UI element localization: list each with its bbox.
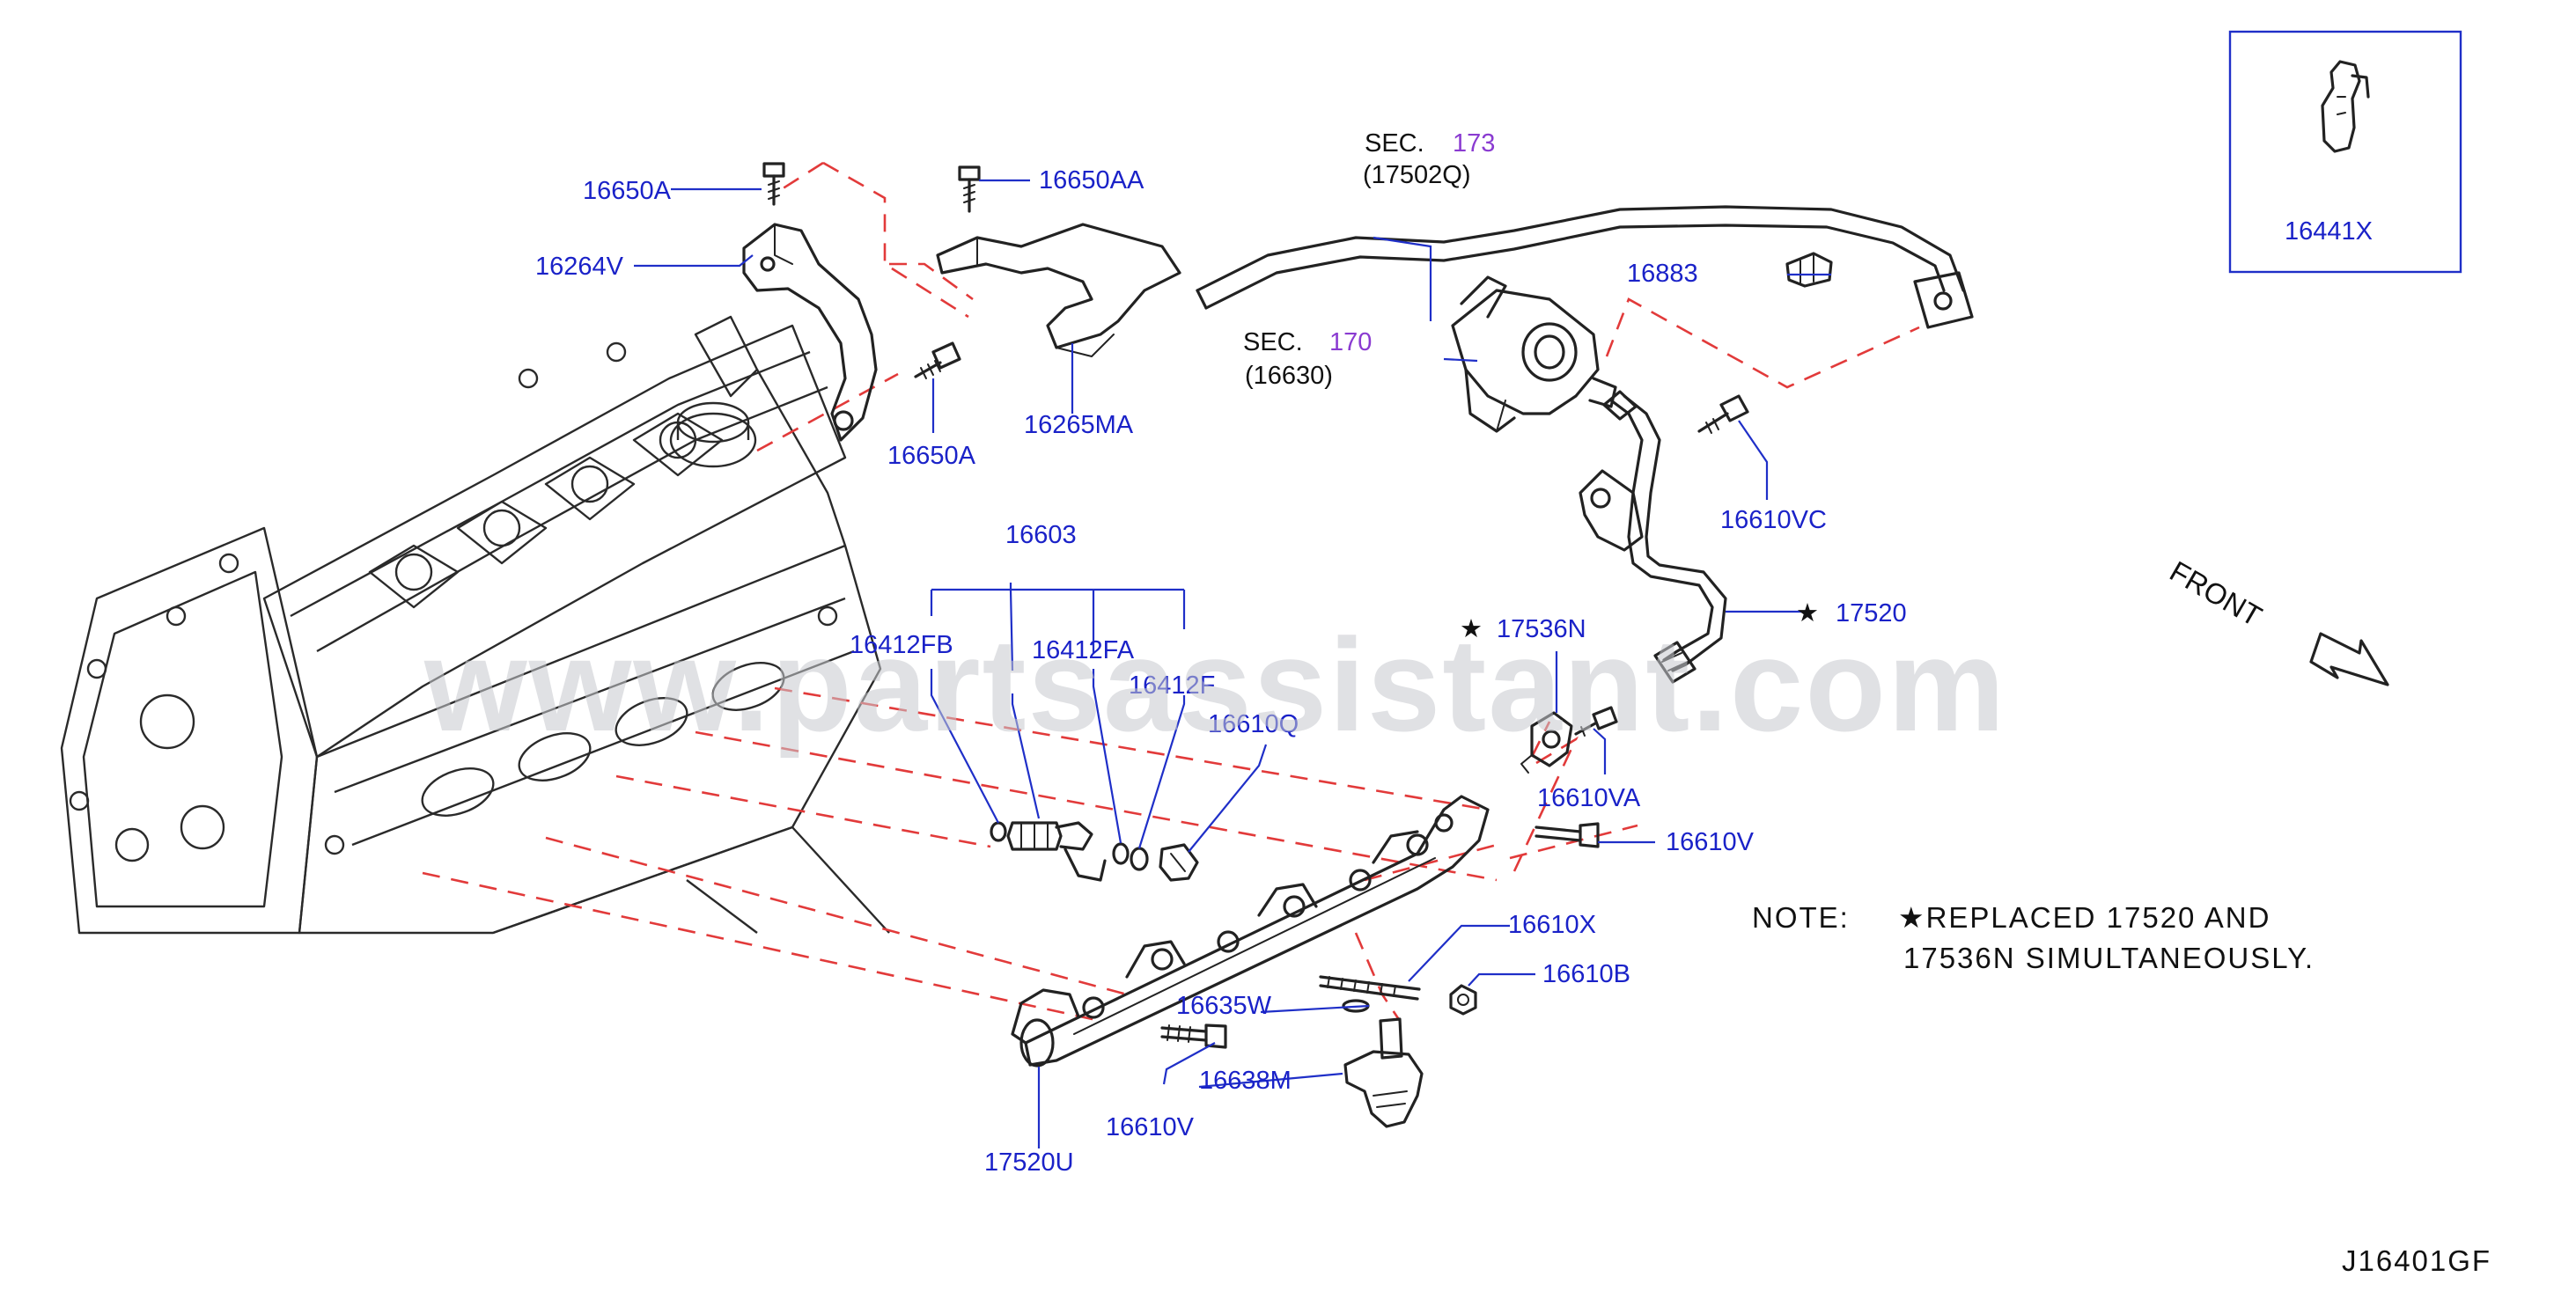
bolt-16610VA [1574,706,1618,737]
part-label-16610Q: 16610Q [1208,710,1299,738]
damper-17536N [1520,711,1573,774]
front-arrow-icon [2309,632,2389,686]
bolt-16610V-right [1535,822,1600,848]
part-label-16265MA: 16265MA [1024,411,1134,439]
part-label-16650A-top: 16650A [583,177,672,205]
part-label-16603: 16603 [1005,521,1077,549]
watermark: www.partsassistant.com [423,611,2006,759]
part-label-16635W: 16635W [1176,992,1272,1020]
star-marker-17520: ★ [1796,599,1819,627]
part-labels: 16650A 16264V 16650AA 16265MA 16650A 166… [535,129,1907,1177]
part-label-16650AA: 16650AA [1039,166,1144,194]
part-label-16412FA: 16412FA [1032,636,1135,664]
phantom-alignment-lines [422,161,1920,1023]
note-line-1: ★REPLACED 17520 AND [1898,901,2271,934]
front-label: FRONT [2165,554,2268,633]
part-label-16883: 16883 [1627,260,1698,288]
part-label-16412F: 16412F [1129,671,1215,700]
part-label-16610VA: 16610VA [1537,784,1641,812]
nut-16610B [1449,984,1477,1016]
stud-16610X [1319,975,1421,1001]
section-part-17502Q: (17502Q) [1363,161,1471,189]
part-label-16264V: 16264V [535,253,624,281]
section-number-173: 173 [1453,129,1495,158]
o-ring-16412F [1130,847,1149,871]
part-label-17520: 17520 [1836,599,1907,627]
bracket-16265MA [936,223,1181,357]
bolt-16650A-top [762,162,785,206]
part-label-16610X: 16610X [1508,911,1596,939]
fuel-pressure-sensor-16638M [1343,1017,1424,1128]
part-label-16441X: 16441X [2285,217,2373,246]
diagram-id: J16401GF [2342,1244,2491,1277]
inset-box-16441X: 16441X [2228,30,2462,274]
fuel-feed-tube-17520 [1579,390,1727,684]
fuel-hose-sec-173 [1196,205,1974,329]
leader-lines [634,179,1831,1148]
part-label-16412FB: 16412FB [850,631,953,659]
bolt-16610V-bottom [1160,1024,1227,1049]
star-marker-17536N: ★ [1460,615,1483,643]
bolt-16610VC [1697,394,1749,434]
bracket-16264V [742,223,878,442]
fuel-rail-17520U [1011,795,1490,1068]
replacement-note: NOTE: ★REPLACED 17520 AND 17536N SIMULTA… [1752,901,2315,974]
clip-16883 [1785,252,1833,288]
bolt-16650AA [958,165,981,213]
high-pressure-fuel-pump-sec-170 [1451,275,1617,433]
part-label-16610V-bottom: 16610V [1106,1113,1195,1141]
part-label-17520U: 17520U [984,1148,1074,1177]
part-label-16610B: 16610B [1542,960,1630,988]
clip-16610Q [1159,843,1199,882]
front-direction-indicator: FRONT [2165,554,2389,686]
part-label-16610V-right: 16610V [1666,828,1755,856]
section-prefix-170: SEC. [1243,328,1303,356]
part-label-16610VC: 16610VC [1720,506,1827,534]
section-part-16630: (16630) [1245,362,1333,390]
bolt-16650A-middle [914,341,961,379]
note-line-2: 17536N SIMULTANEOUSLY. [1903,942,2315,974]
engine-cylinder-head-illustration [60,315,890,935]
section-number-170: 170 [1329,328,1372,356]
section-prefix-173: SEC. [1365,129,1424,158]
o-ring-16412FA [1112,842,1130,865]
part-label-16638M: 16638M [1199,1067,1292,1095]
part-label-17536N: 17536N [1497,615,1586,643]
injector-16603 [990,821,1107,882]
part-label-16650A-middle: 16650A [887,442,976,470]
note-title: NOTE: [1752,901,1850,934]
